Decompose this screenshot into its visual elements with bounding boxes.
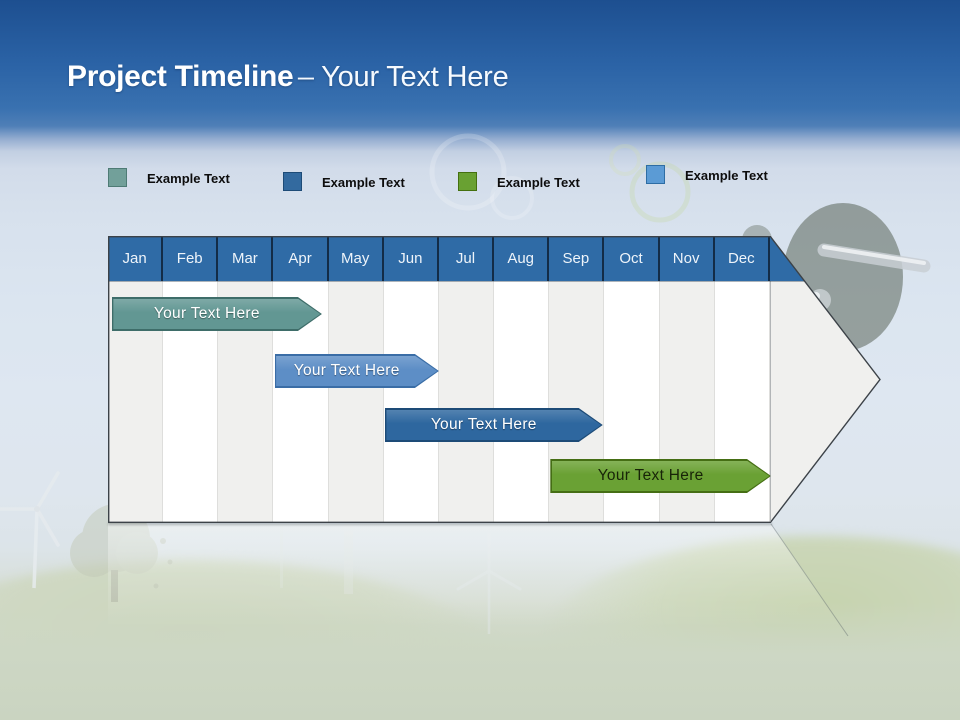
legend: Example Text Example Text Example Text E… (0, 0, 960, 220)
month-header-cell: Jun (384, 236, 439, 281)
legend-item[interactable]: Example Text (646, 165, 768, 184)
legend-item-label: Example Text (322, 175, 405, 190)
month-header-cell: Aug (494, 236, 550, 281)
timeline-bar-label: Your Text Here (293, 362, 400, 379)
month-column (328, 281, 384, 522)
page-title[interactable]: Project Timeline – Your Text Here (67, 60, 509, 94)
month-header-cell: Sep (549, 236, 605, 281)
month-header-cell: Jul (439, 236, 495, 281)
timeline-bar[interactable]: Your Text Here (112, 297, 322, 331)
timeline-shadow (108, 523, 772, 525)
legend-color-swatch (108, 168, 127, 187)
legend-item-label: Example Text (147, 171, 230, 186)
timeline-bar[interactable]: Your Text Here (550, 459, 771, 493)
timeline-bar-label: Your Text Here (153, 305, 260, 322)
timeline-reflection (108, 524, 849, 636)
legend-item-label: Example Text (497, 175, 580, 190)
title-subtitle-text: – Your Text Here (297, 61, 509, 93)
month-column (438, 281, 495, 522)
month-header-cell: Mar (218, 236, 274, 281)
legend-item-label: Example Text (685, 168, 768, 183)
month-column (494, 281, 550, 522)
month-header-cell: Apr (273, 236, 329, 281)
title-bold-text: Project Timeline (67, 60, 294, 93)
timeline-body: Your Text Here Your Text Here Your Text … (108, 281, 880, 522)
month-header-cell: Dec (715, 236, 770, 281)
timeline-bar-label: Your Text Here (597, 467, 704, 484)
legend-color-swatch (283, 172, 302, 191)
month-header-cell: Oct (604, 236, 660, 281)
month-header-cell: Jan (108, 236, 164, 281)
month-header-cell: May (329, 236, 384, 281)
legend-item[interactable]: Example Text (283, 172, 405, 191)
legend-item[interactable]: Example Text (108, 168, 230, 187)
legend-item[interactable]: Example Text (458, 172, 580, 191)
legend-color-swatch (458, 172, 477, 191)
timeline-bar[interactable]: Your Text Here (275, 354, 439, 388)
month-header-cell: Feb (163, 236, 219, 281)
timeline-bar-label: Your Text Here (430, 416, 537, 433)
legend-color-swatch (646, 165, 665, 184)
timeline-bar[interactable]: Your Text Here (385, 408, 603, 442)
month-header-cell: Nov (660, 236, 715, 281)
month-column (383, 281, 439, 522)
